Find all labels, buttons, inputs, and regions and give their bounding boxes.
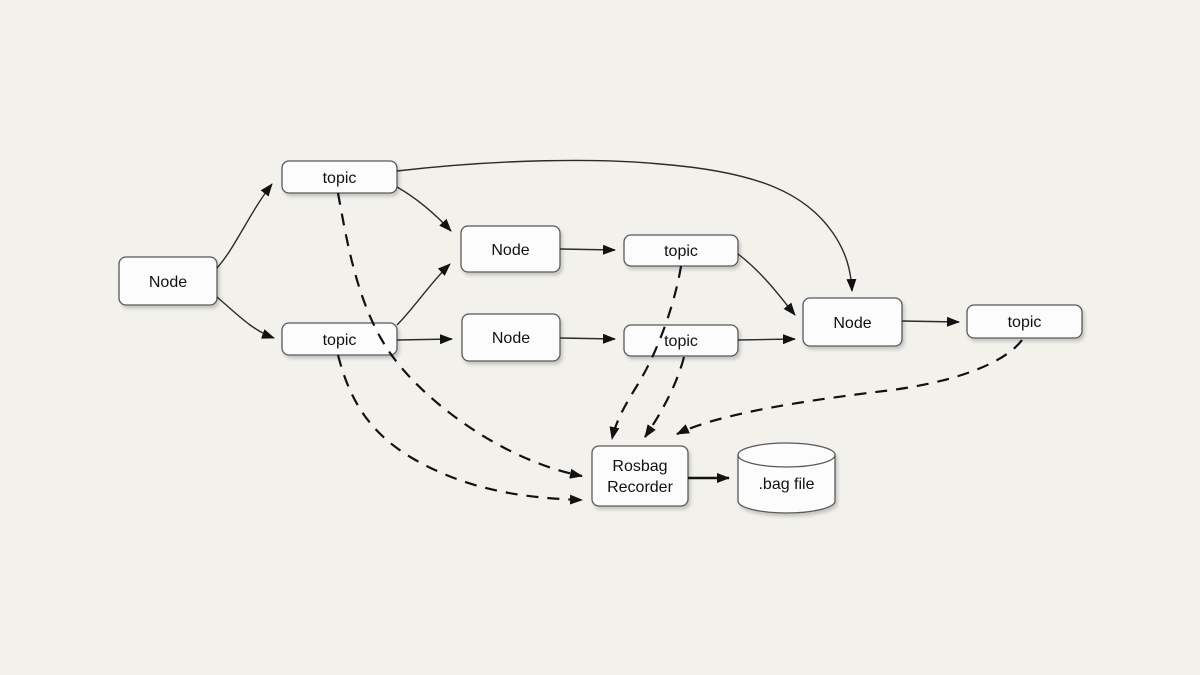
topic-box-right xyxy=(966,304,1083,339)
bag-file-label: .bag file xyxy=(758,476,814,493)
edge-nodemidbottom-to-topicmidbottom xyxy=(559,333,616,344)
node-left-label: Node xyxy=(149,274,187,291)
node-box-right xyxy=(802,297,903,347)
edge-topictop-to-noderight-arc xyxy=(396,159,857,292)
edge-topicmidtop-to-noderight xyxy=(737,253,796,316)
bag-file-cylinder xyxy=(737,442,836,514)
dashed-topictop-to-rosbag xyxy=(336,192,583,479)
edge-topicbottom-to-nodemidbottom xyxy=(396,334,453,345)
edge-nodeleft-to-topicbottom xyxy=(216,296,275,339)
node-mid-top-label: Node xyxy=(491,242,529,259)
topic-bottom-left-label: topic xyxy=(323,332,357,349)
edge-noderight-to-topicright xyxy=(901,316,960,327)
rosbag-recorder-box xyxy=(591,445,689,507)
dashed-topicbottom-to-rosbag xyxy=(336,354,583,505)
edge-nodeleft-to-topictop xyxy=(216,183,273,269)
node-box-mid-bottom xyxy=(461,313,561,362)
dashed-topicright-to-rosbag xyxy=(676,339,1023,435)
dashed-topicmidtop-to-rosbag xyxy=(609,265,683,440)
node-mid-bottom-label: Node xyxy=(492,330,530,347)
rosbag-label-line2: Recorder xyxy=(607,479,673,496)
topic-right-label: topic xyxy=(1008,314,1042,331)
topic-box-mid-bottom xyxy=(623,324,739,357)
topic-box-bottom-left xyxy=(281,322,398,356)
topic-top-left-label: topic xyxy=(323,170,357,187)
rosbag-label-line1: Rosbag xyxy=(612,458,667,475)
topic-mid-bottom-label: topic xyxy=(664,333,698,350)
edge-topicbottom-to-nodemidtop xyxy=(396,263,451,326)
node-box-left xyxy=(118,256,218,306)
topic-box-top-left xyxy=(281,160,398,194)
dashed-topicmidbottom-to-rosbag xyxy=(644,356,686,438)
edge-topictop-to-nodemidtop xyxy=(396,186,452,232)
topic-mid-top-label: topic xyxy=(664,243,698,260)
edge-nodemidtop-to-topicmidtop xyxy=(559,244,616,255)
edge-topicmidbottom-to-noderight xyxy=(737,334,796,345)
node-right-label: Node xyxy=(833,315,871,332)
